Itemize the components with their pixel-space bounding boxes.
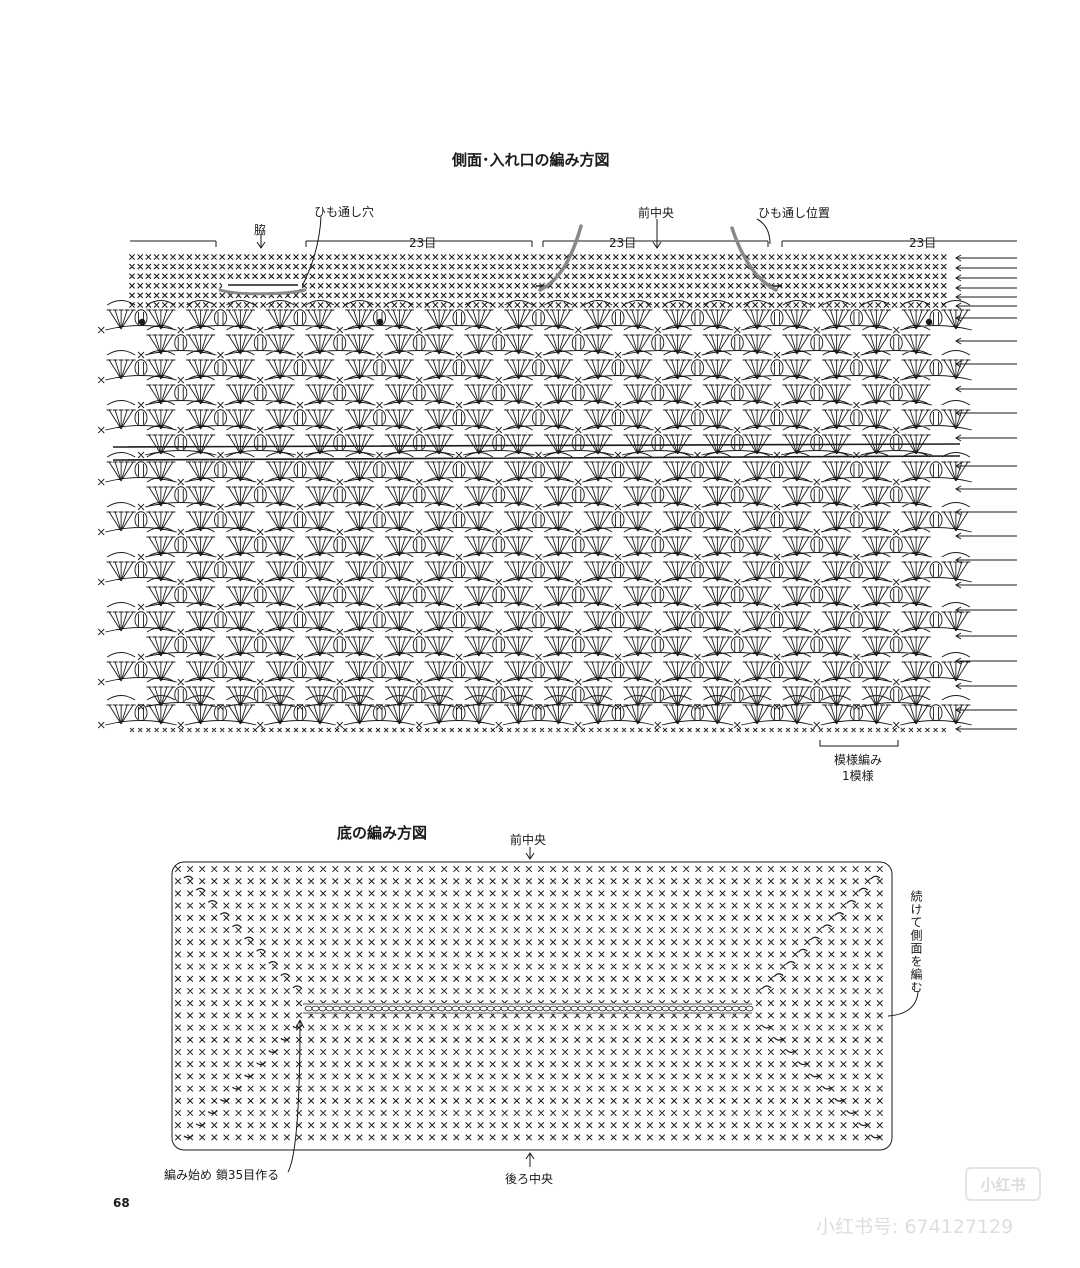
continue-instruction-label: 続けて側面を編む bbox=[909, 890, 923, 994]
increase-hooks bbox=[183, 875, 881, 1139]
shell-pattern bbox=[97, 300, 972, 733]
top-front-center-label: 前中央 bbox=[638, 206, 675, 220]
side-label: 脇 bbox=[254, 223, 267, 237]
row-arrows bbox=[955, 254, 1017, 733]
bracket-lines bbox=[130, 240, 1017, 247]
label-pointers bbox=[256, 216, 771, 291]
cord-position-label: ひも通し位置 bbox=[758, 206, 831, 220]
foundation-sc-row bbox=[129, 727, 947, 733]
back-center-label: 後ろ中央 bbox=[505, 1172, 554, 1186]
hole-marker-dot-1 bbox=[138, 318, 146, 326]
stitch-count-brackets bbox=[130, 240, 1017, 247]
bottom-outline bbox=[171, 861, 893, 1151]
single-crochet-rows bbox=[129, 254, 947, 308]
start-instruction-label: 編み始め 鎖35目作る bbox=[164, 1168, 280, 1182]
watermark-id: 小红书号: 674127129 bbox=[816, 1216, 1014, 1238]
bottom-diagram-title: 底の編み方図 bbox=[337, 824, 428, 842]
cord-segment-right bbox=[730, 226, 778, 292]
section-divider bbox=[112, 443, 961, 461]
drawstring-cord bbox=[218, 224, 778, 296]
stitch-count-label-3: 23目 bbox=[906, 234, 940, 251]
shell-sc-marks bbox=[97, 326, 900, 729]
continue-callout bbox=[887, 991, 919, 1017]
shell-stitches bbox=[105, 300, 972, 726]
start-callout bbox=[287, 1019, 305, 1173]
watermark-logo: 小红书 bbox=[965, 1167, 1041, 1201]
cord-segment-left bbox=[218, 288, 307, 296]
foundation-chain-gap bbox=[303, 1003, 751, 1014]
pattern-repeat-bracket bbox=[819, 740, 899, 747]
pattern-repeat-label: 模様編み bbox=[834, 753, 883, 767]
bottom-front-center-label: 前中央 bbox=[510, 833, 547, 847]
sc-marks bbox=[129, 254, 947, 308]
callout-lines bbox=[299, 216, 771, 291]
stitch-count-label-1: 23目 bbox=[406, 234, 440, 251]
page-number: 68 bbox=[113, 1196, 130, 1210]
cord-hole-label: ひも通し穴 bbox=[314, 205, 375, 219]
hole-marker-dot-3 bbox=[925, 318, 933, 326]
row-direction-arrows bbox=[819, 254, 1017, 747]
center-pointers bbox=[525, 847, 535, 1167]
hole-marker-dot-2 bbox=[376, 318, 384, 326]
top-diagram-title: 側面･入れ口の編み方図 bbox=[452, 151, 610, 169]
foundation-chain bbox=[303, 1003, 754, 1014]
pattern-repeat-count-label: 1模様 bbox=[842, 769, 874, 783]
bottom-sc-grid bbox=[174, 865, 883, 1141]
stitch-count-label-2: 23目 bbox=[606, 234, 640, 251]
cord-segment-center bbox=[538, 224, 583, 292]
pointer-arrows bbox=[256, 219, 662, 249]
bottom-diagram bbox=[171, 847, 919, 1173]
